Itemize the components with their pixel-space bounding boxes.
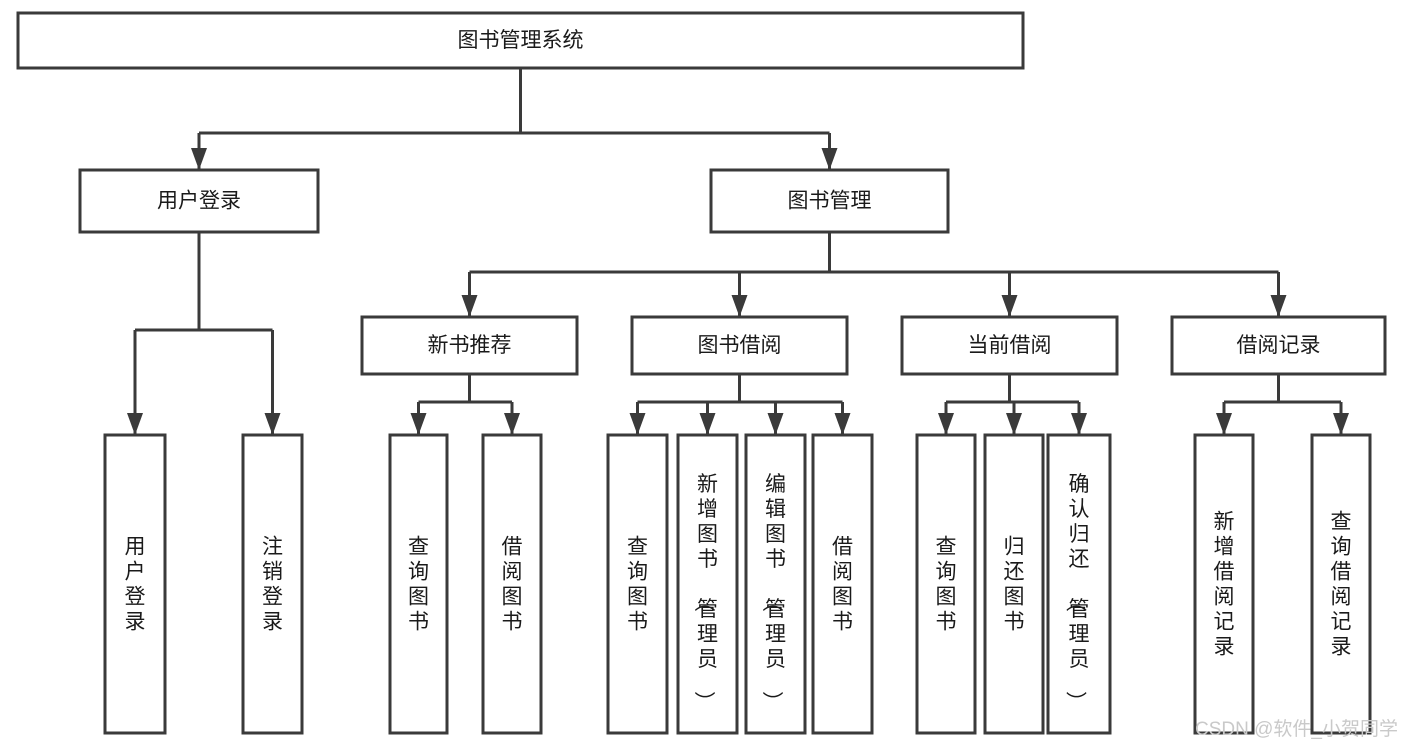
node-新增图书管理员-leaf-5-box[interactable]: [676, 433, 739, 735]
node-用户登录-l1[interactable]: 用户登录: [78, 168, 320, 234]
arrow-head-icon: [461, 295, 478, 317]
arrow-head-icon: [191, 148, 207, 170]
node-查询图书-leaf-2[interactable]: 查询图书: [388, 433, 449, 735]
node-当前借阅-l2-label: 当前借阅: [968, 334, 1052, 357]
node-借阅图书-leaf-3-label: 借阅图书: [502, 536, 523, 634]
node-编辑图书管理员-leaf-6-label: 编辑图书（管理员）: [760, 473, 786, 712]
node-新增图书管理员-leaf-5[interactable]: 新增图书（管理员）: [676, 433, 739, 735]
node-图书管理-l1-label: 图书管理: [788, 190, 872, 213]
node-编辑图书管理员-leaf-6-box[interactable]: [744, 433, 807, 735]
node-图书管理-l1-box[interactable]: [709, 168, 950, 234]
node-查询借阅记录-leaf-12-box[interactable]: [1310, 433, 1372, 735]
arrow-head-icon: [821, 148, 838, 170]
node-查询图书-leaf-4-label: 查询图书: [627, 536, 648, 634]
node-新书推荐-l2-box[interactable]: [360, 315, 579, 376]
node-用户登录-leaf-0-box[interactable]: [103, 433, 167, 735]
arrow-head-icon: [731, 295, 748, 317]
node-借阅图书-leaf-3-box[interactable]: [481, 433, 543, 735]
arrow-head-icon: [1216, 413, 1232, 435]
arrow-head-icon: [834, 413, 851, 435]
node-借阅图书-leaf-7-label: 借阅图书: [832, 536, 853, 634]
node-查询借阅记录-leaf-12-label: 查询借阅记录: [1331, 511, 1352, 659]
node-新增借阅记录-leaf-11-label: 新增借阅记录: [1214, 511, 1235, 659]
node-借阅记录-l2[interactable]: 借阅记录: [1170, 315, 1387, 376]
arrow-head-icon: [699, 413, 716, 435]
node-图书管理系统-box[interactable]: [16, 11, 1025, 70]
node-查询图书-leaf-8-box[interactable]: [915, 433, 977, 735]
node-查询借阅记录-leaf-12[interactable]: 查询借阅记录: [1310, 433, 1372, 735]
node-新增图书管理员-leaf-5-label: 新增图书（管理员）: [692, 473, 718, 712]
node-图书借阅-l2-box[interactable]: [630, 315, 849, 376]
node-图书管理系统[interactable]: 图书管理系统: [16, 11, 1025, 70]
node-确认归还管理员-leaf-10-label: 确认归还（管理员）: [1064, 473, 1090, 712]
node-用户登录-leaf-0-label: 用户登录: [125, 536, 146, 634]
node-借阅记录-l2-label: 借阅记录: [1237, 334, 1321, 357]
node-借阅图书-leaf-7-box[interactable]: [811, 433, 874, 735]
node-归还图书-leaf-9-box[interactable]: [983, 433, 1045, 735]
node-查询图书-leaf-4-box[interactable]: [606, 433, 669, 735]
arrow-head-icon: [264, 413, 281, 435]
node-借阅图书-leaf-3[interactable]: 借阅图书: [481, 433, 543, 735]
node-确认归还管理员-leaf-10-box[interactable]: [1046, 433, 1112, 735]
arrow-head-icon: [410, 413, 427, 435]
node-编辑图书管理员-leaf-6[interactable]: 编辑图书（管理员）: [744, 433, 807, 735]
csdn-watermark: CSDN @软件_小贺同学: [1195, 718, 1398, 740]
arrow-head-icon: [504, 413, 520, 435]
node-新增借阅记录-leaf-11[interactable]: 新增借阅记录: [1193, 433, 1255, 735]
arrow-head-icon: [1001, 295, 1018, 317]
node-查询图书-leaf-8[interactable]: 查询图书: [915, 433, 977, 735]
node-查询图书-leaf-2-box[interactable]: [388, 433, 449, 735]
arrow-head-icon: [767, 413, 784, 435]
arrow-head-icon: [629, 413, 646, 435]
node-当前借阅-l2-box[interactable]: [900, 315, 1119, 376]
node-注销登录-leaf-1-label: 注销登录: [262, 536, 283, 634]
arrow-head-icon: [127, 413, 143, 435]
node-新书推荐-l2[interactable]: 新书推荐: [360, 315, 579, 376]
node-用户登录-l1-box[interactable]: [78, 168, 320, 234]
node-查询图书-leaf-4[interactable]: 查询图书: [606, 433, 669, 735]
node-图书管理-l1[interactable]: 图书管理: [709, 168, 950, 234]
node-查询图书-leaf-2-label: 查询图书: [408, 536, 429, 634]
node-当前借阅-l2[interactable]: 当前借阅: [900, 315, 1119, 376]
node-注销登录-leaf-1-box[interactable]: [241, 433, 304, 735]
node-新增借阅记录-leaf-11-box[interactable]: [1193, 433, 1255, 735]
node-用户登录-l1-label: 用户登录: [157, 190, 241, 213]
node-归还图书-leaf-9-label: 归还图书: [1004, 536, 1025, 634]
node-借阅记录-l2-box[interactable]: [1170, 315, 1387, 376]
arrow-head-icon: [1006, 413, 1022, 435]
node-归还图书-leaf-9[interactable]: 归还图书: [983, 433, 1045, 735]
connector-layer: [127, 68, 1349, 435]
arrow-head-icon: [1270, 295, 1287, 317]
node-用户登录-leaf-0[interactable]: 用户登录: [103, 433, 167, 735]
arrow-head-icon: [1071, 413, 1087, 435]
node-新书推荐-l2-label: 新书推荐: [428, 334, 512, 357]
node-图书管理系统-label: 图书管理系统: [458, 29, 584, 52]
node-layer: 图书管理系统用户登录图书管理新书推荐图书借阅当前借阅借阅记录用户登录注销登录查询…: [16, 11, 1387, 735]
node-确认归还管理员-leaf-10[interactable]: 确认归还（管理员）: [1046, 433, 1112, 735]
node-注销登录-leaf-1[interactable]: 注销登录: [241, 433, 304, 735]
node-图书借阅-l2[interactable]: 图书借阅: [630, 315, 849, 376]
node-查询图书-leaf-8-label: 查询图书: [936, 536, 957, 634]
arrow-head-icon: [938, 413, 954, 435]
arrow-head-icon: [1333, 413, 1349, 435]
node-图书借阅-l2-label: 图书借阅: [698, 334, 782, 357]
node-借阅图书-leaf-7[interactable]: 借阅图书: [811, 433, 874, 735]
